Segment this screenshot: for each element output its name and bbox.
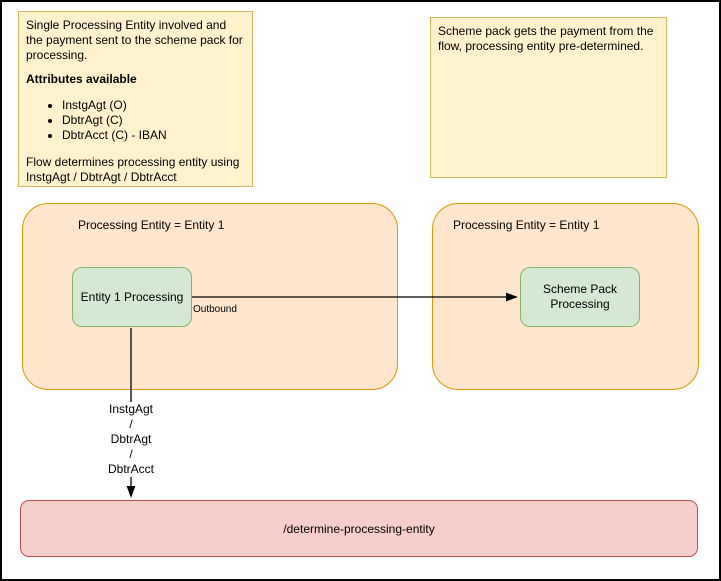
note-scheme-pack-text: Scheme pack gets the payment from the fl…: [438, 24, 654, 53]
container-left-label: Processing Entity = Entity 1: [78, 218, 225, 232]
note-single-processing-entity: Single Processing Entity involved and th…: [18, 11, 253, 187]
note-scheme-pack: Scheme pack gets the payment from the fl…: [430, 17, 667, 178]
outbound-edge-label: Outbound: [193, 304, 237, 315]
endpoint-determine-processing-entity: /determine-processing-entity: [20, 500, 698, 557]
node-entity1-processing: Entity 1 Processing: [72, 267, 192, 327]
note-footer-text: Flow determines processing entity using …: [26, 155, 240, 184]
note-intro-text: Single Processing Entity involved and th…: [26, 18, 243, 62]
attribute-item-dbtragt: DbtrAgt (C): [62, 113, 245, 128]
attribute-item-instgagt: InstgAgt (O): [62, 98, 245, 113]
endpoint-label: /determine-processing-entity: [283, 521, 435, 536]
attribute-item-dbtracct: DbtrAcct (C) - IBAN: [62, 128, 245, 143]
node-scheme-pack-processing: Scheme Pack Processing: [520, 267, 640, 327]
container-right-label: Processing Entity = Entity 1: [453, 218, 600, 232]
attributes-edge-label: InstgAgt / DbtrAgt / DbtrAcct: [93, 402, 169, 477]
attributes-list: InstgAgt (O) DbtrAgt (C) DbtrAcct (C) - …: [26, 98, 245, 143]
attributes-heading: Attributes available: [26, 72, 137, 86]
